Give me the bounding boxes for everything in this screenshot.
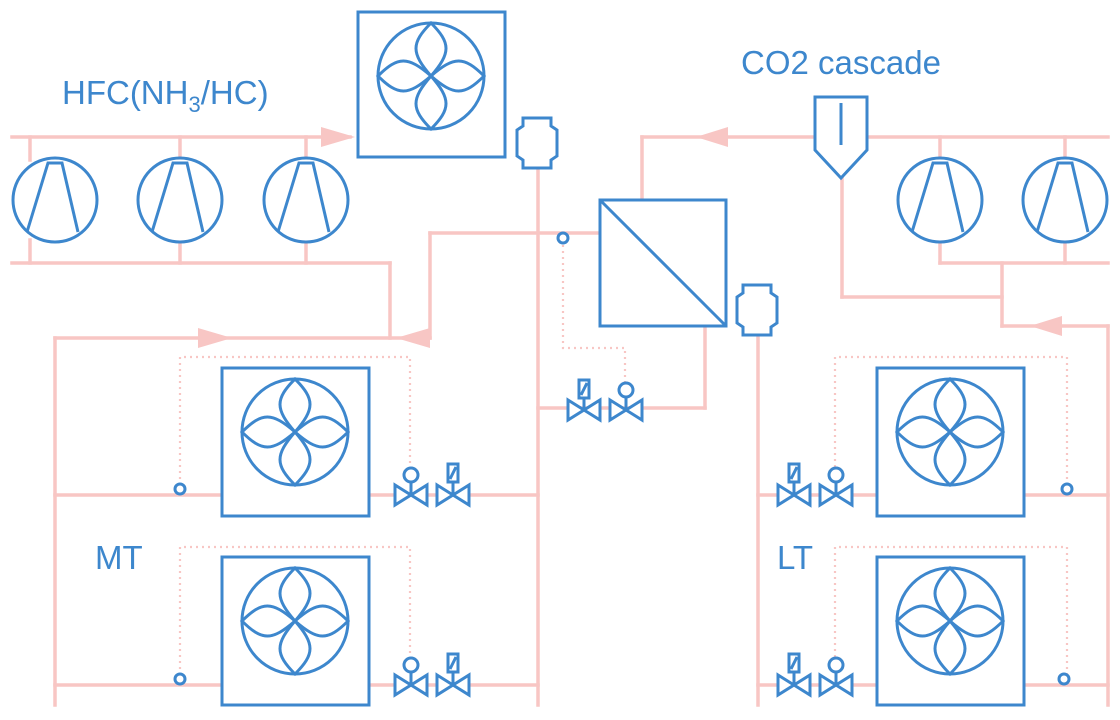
fan-icon bbox=[375, 20, 487, 132]
receiver-icon bbox=[515, 116, 559, 170]
flow-arrow-icon bbox=[198, 328, 232, 348]
sensor-icon bbox=[173, 482, 187, 496]
hfc-label-prefix: HFC(NH bbox=[62, 74, 189, 111]
lt-label: LT bbox=[777, 539, 814, 576]
compressor-icon bbox=[136, 156, 224, 244]
flow-arrow-icon bbox=[1030, 316, 1062, 336]
expansion-valve-icon bbox=[393, 656, 429, 698]
hfc-label-suffix: /HC) bbox=[200, 74, 269, 111]
oil-separator-icon bbox=[813, 95, 869, 181]
compressor-icon bbox=[1021, 156, 1109, 244]
solenoid-valve-icon bbox=[566, 378, 602, 423]
fan-icon bbox=[239, 565, 351, 677]
solenoid-valve-icon bbox=[776, 652, 812, 698]
compressor-icon bbox=[896, 156, 984, 244]
compressor-icon bbox=[262, 156, 350, 244]
flow-arrows bbox=[198, 127, 1062, 348]
fan-icon bbox=[894, 565, 1006, 677]
fan-icon bbox=[894, 376, 1006, 488]
solenoid-valve-icon bbox=[435, 652, 471, 698]
mt-evaporator-2 bbox=[220, 555, 371, 707]
flow-arrow-icon bbox=[696, 127, 728, 147]
flow-arrow-icon bbox=[396, 328, 430, 348]
sensor-icon bbox=[556, 231, 570, 245]
fan-icon bbox=[239, 376, 351, 488]
compressor-icon bbox=[11, 156, 99, 244]
sensors bbox=[173, 231, 1074, 686]
co2-cascade-label: CO2 cascade bbox=[741, 44, 941, 81]
solenoid-valve-icon bbox=[776, 462, 812, 508]
hfc-compressors bbox=[11, 156, 350, 244]
flow-arrow-icon bbox=[321, 127, 355, 147]
sensor-lines bbox=[178, 245, 1069, 675]
expansion-valve-icon bbox=[393, 466, 429, 508]
heat-exchanger-icon bbox=[598, 198, 728, 328]
mt-label: MT bbox=[95, 539, 143, 576]
sensor-icon bbox=[1060, 482, 1074, 496]
co2-receiver bbox=[735, 283, 779, 337]
solenoid-valve-icon bbox=[435, 462, 471, 508]
expansion-valve-icon bbox=[818, 656, 854, 698]
co2-compressors bbox=[896, 156, 1109, 244]
valves bbox=[393, 378, 854, 698]
lt-evaporator-2 bbox=[875, 555, 1026, 707]
hfc-receiver bbox=[515, 116, 559, 170]
mt-evaporator-1 bbox=[220, 366, 371, 518]
hfc-system-label: HFC(NH3/HC) bbox=[62, 74, 269, 116]
condenser-fan-unit bbox=[356, 10, 507, 159]
sensor-icon bbox=[1057, 672, 1071, 686]
expansion-valve-icon bbox=[608, 381, 644, 423]
sensor-icon bbox=[173, 672, 187, 686]
lt-evaporator-1 bbox=[875, 366, 1026, 518]
expansion-valve-icon bbox=[818, 466, 854, 508]
receiver-icon bbox=[735, 283, 779, 337]
hfc-label-subscript: 3 bbox=[188, 92, 201, 117]
